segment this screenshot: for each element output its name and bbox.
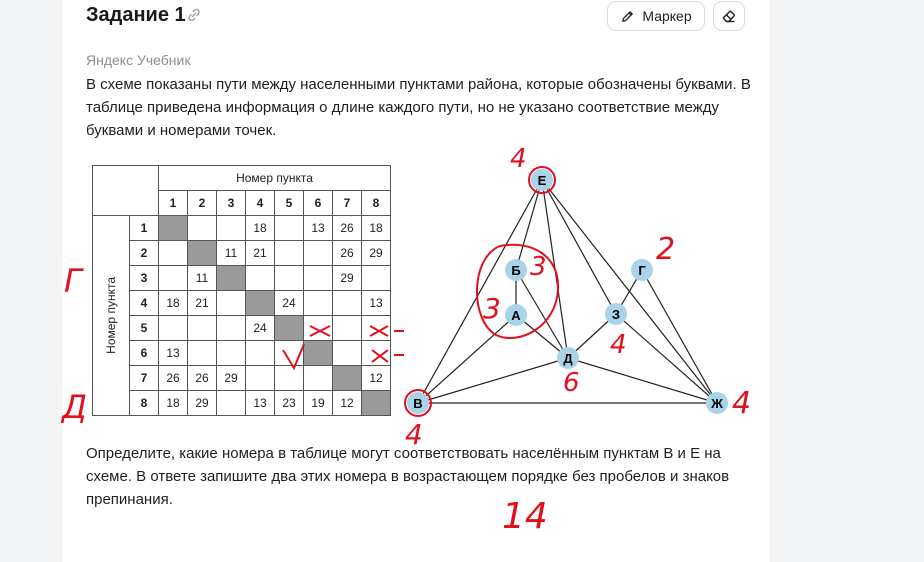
row-header: Номер пункта: [92, 215, 130, 416]
node-e: Е: [531, 169, 553, 191]
annotation-row-g: Г: [64, 262, 82, 300]
table-corner: [92, 165, 159, 216]
node-label: В: [413, 396, 422, 411]
node-label: А: [511, 308, 521, 323]
node-d: Д: [557, 347, 579, 369]
node-b: Б: [505, 259, 527, 281]
table-row: 8 18 29 13 23 19 12: [93, 390, 391, 416]
table-cell: [245, 265, 275, 291]
marker-button[interactable]: Маркер: [607, 1, 705, 31]
graph-edges: [417, 179, 718, 404]
cross-mark: [309, 325, 331, 337]
table-cell: 18: [361, 215, 391, 241]
node-label: Д: [563, 351, 573, 366]
e-circle: [528, 166, 556, 194]
annotation-v: 4: [405, 418, 423, 451]
table-cell: [216, 340, 246, 366]
node-zh: Ж: [706, 392, 728, 414]
table-cell: [245, 365, 275, 391]
col-header: Номер пункта: [158, 165, 391, 191]
annotation-d: 6: [563, 368, 580, 398]
table-cell: 24: [274, 290, 304, 316]
row-number: 4: [129, 290, 159, 316]
table-cell: 29: [216, 365, 246, 391]
row-number: 7: [129, 365, 159, 391]
table-row: 5 24: [93, 315, 391, 341]
table-cell: [361, 265, 391, 291]
col-number: 4: [245, 190, 275, 216]
table-row: Номер пункта 1 18 13 26 18: [92, 215, 391, 416]
annotation-z: 4: [610, 330, 627, 360]
distance-table: Номер пункта 1 2 3 4 5 6 7 8 Номер пункт…: [92, 165, 391, 416]
cross-mark: [371, 349, 404, 363]
annotation-e: 4: [510, 144, 527, 174]
table-cell: 19: [303, 390, 333, 416]
table-row: 3 11 29: [93, 265, 391, 291]
task-title: Задание 1: [86, 4, 186, 26]
source-label: Яндекс Учебник: [86, 52, 191, 68]
cross-mark: [369, 325, 404, 337]
v-circle: [404, 389, 432, 417]
table-row: 4 18 21 24 13: [93, 290, 391, 316]
node-g: Г: [631, 259, 653, 281]
col-number: 7: [332, 190, 362, 216]
table-cell: 13: [303, 215, 333, 241]
table-cell: 13: [158, 340, 188, 366]
handwritten-marks: [282, 166, 560, 417]
table-cell: [274, 265, 304, 291]
pencil-icon: [622, 10, 634, 22]
annotation-answer: 14: [502, 496, 548, 537]
col-number: 8: [361, 190, 391, 216]
node-label: Ж: [710, 396, 723, 411]
link-icon[interactable]: [186, 7, 202, 23]
table-cell: 13: [245, 390, 275, 416]
node-label: Б: [511, 263, 520, 278]
table-cell: 21: [187, 290, 217, 316]
table-cell: [274, 315, 304, 341]
annotation-a: 3: [483, 292, 501, 325]
table-cell: [158, 215, 188, 241]
node-z: З: [605, 303, 627, 325]
marker-label: Маркер: [642, 8, 692, 24]
table-cell: 29: [332, 265, 362, 291]
row-number: 3: [129, 265, 159, 291]
node-label: Г: [638, 263, 646, 278]
table-cell: 18: [158, 390, 188, 416]
node-a: А: [505, 304, 527, 326]
table-cell: [187, 240, 217, 266]
table-cell: 26: [332, 215, 362, 241]
table-cell: [158, 240, 188, 266]
eraser-icon: [722, 10, 735, 23]
row-number: 8: [129, 390, 159, 416]
node-label: Е: [538, 173, 547, 188]
table-cell: 12: [361, 365, 391, 391]
task-intro: В схеме показаны пути между населенными …: [86, 76, 751, 139]
check-mark: [282, 343, 305, 371]
annotation-row-d: Д: [62, 388, 87, 426]
task-question: Определите, какие номера в таблице могут…: [86, 445, 730, 508]
table-cell: 18: [245, 215, 275, 241]
table-cell: [274, 240, 304, 266]
table-cell: [216, 265, 246, 291]
node-v: В: [407, 392, 429, 414]
annotation-g: 2: [656, 232, 676, 267]
annotation-zh: 4: [732, 386, 752, 421]
ab-loop: [476, 243, 560, 340]
table-cell: [332, 365, 362, 391]
table-cell: 18: [158, 290, 188, 316]
annotation-b: 3: [530, 252, 547, 282]
node-label: З: [612, 307, 620, 322]
eraser-button[interactable]: [713, 1, 745, 31]
table-cell: [361, 390, 391, 416]
table-cell: [303, 340, 333, 366]
